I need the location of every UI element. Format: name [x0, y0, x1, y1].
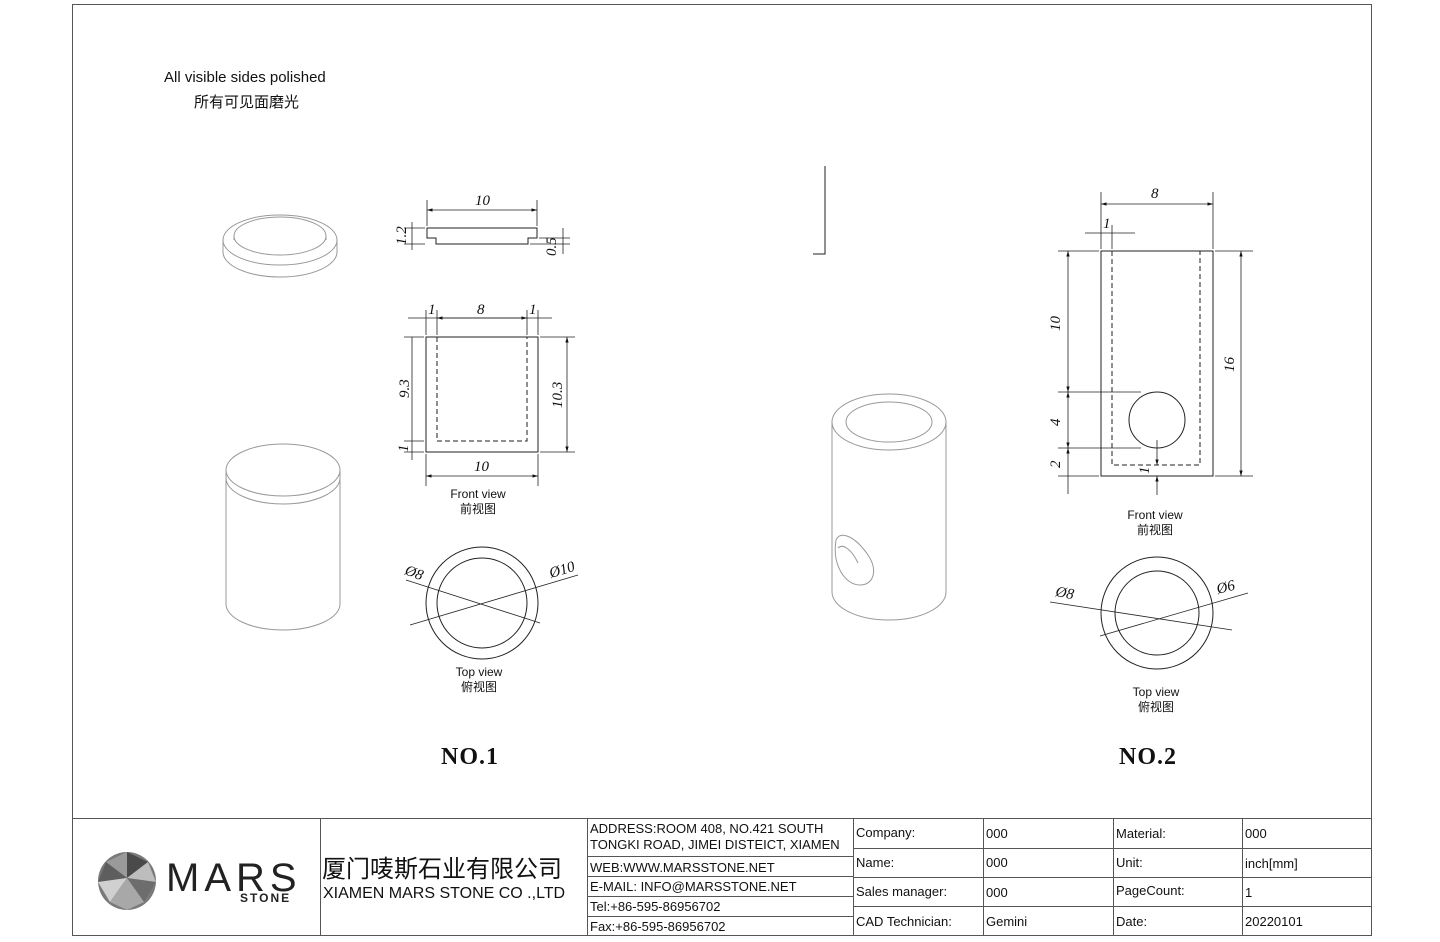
- no1-dim-lid-width: 10: [475, 193, 491, 209]
- telephone: Tel:+86-595-86956702: [590, 899, 721, 914]
- material-value: 000: [1245, 826, 1267, 841]
- title-block: [72, 818, 1372, 937]
- no2-dim-outer-width: 8: [1151, 186, 1159, 202]
- no2-dim-lower-height: 2: [1048, 460, 1064, 468]
- no2-dim-wall: 1: [1103, 216, 1111, 232]
- no1-front-view: [425, 336, 539, 453]
- address-line2: TONGKI ROAD, JIMEI DISTEICT, XIAMEN: [590, 837, 840, 852]
- no1-dim-outer-width: 10: [474, 459, 490, 475]
- company-label: Company:: [856, 825, 916, 840]
- part-label-no2: NO.2: [1119, 744, 1177, 770]
- no2-dim-inner-dia: Ø6: [1214, 578, 1237, 599]
- no2-top-view: [1049, 556, 1249, 670]
- no1-top-view: [405, 546, 579, 660]
- no2-dim-upper-height: 10: [1048, 316, 1064, 332]
- company-name-en: XIAMEN MARS STONE CO .,LTD: [323, 885, 566, 902]
- unit-value: inch[mm]: [1245, 856, 1298, 871]
- mars-stone-logo-icon: [98, 852, 156, 910]
- no1-dim-outer-height: 10.3: [550, 382, 566, 408]
- unit-label: Unit:: [1116, 855, 1143, 870]
- no1-dim-lid-height: 1.2: [394, 226, 410, 245]
- polish-note-cn: 所有可见面磨光: [194, 94, 300, 111]
- no1-cylinder-iso: [225, 443, 341, 631]
- no2-dim-bottom: 1: [1137, 467, 1153, 475]
- name-label: Name:: [856, 855, 895, 870]
- no1-lid-iso: [222, 214, 338, 278]
- no1-dim-lid-step: 0.5: [544, 237, 560, 256]
- date-label: Date:: [1116, 914, 1148, 929]
- no2-dim-outer-dia: Ø8: [1053, 584, 1075, 603]
- no1-lid-side: [426, 227, 538, 245]
- email-address: E-MAIL: INFO@MARSSTONE.NET: [590, 879, 797, 894]
- fax: Fax:+86-595-86956702: [590, 919, 726, 934]
- date-value: 20220101: [1245, 914, 1303, 929]
- logo-sub: STONE: [240, 891, 292, 905]
- company-name-cn: 厦门唛斯石业有限公司: [322, 855, 562, 883]
- no1-dim-inner-width: 8: [477, 302, 485, 318]
- no1-dim-inner-dia: Ø8: [402, 562, 426, 584]
- no2-dim-total-height: 16: [1222, 357, 1238, 373]
- material-label: Material:: [1116, 826, 1166, 841]
- no1-dim-wall-right: 1: [529, 302, 537, 318]
- cad-technician-label: CAD Technician:: [856, 914, 952, 929]
- polish-note-en: All visible sides polished: [164, 69, 326, 86]
- address-line1: ADDRESS:ROOM 408, NO.421 SOUTH: [590, 821, 824, 836]
- sales-manager-value: 000: [986, 885, 1008, 900]
- part-label-no1: NO.1: [441, 744, 499, 770]
- drawing-sheet: [72, 4, 1372, 936]
- pagecount-label: PageCount:: [1116, 883, 1185, 898]
- no1-dim-bottom: 1: [396, 445, 412, 453]
- no2-dim-hole-height: 4: [1048, 418, 1064, 426]
- company-value: 000: [986, 826, 1008, 841]
- cad-technician-value: Gemini: [986, 914, 1028, 929]
- web-address: WEB:WWW.MARSSTONE.NET: [590, 860, 775, 875]
- no1-dim-outer-dia: Ø10: [547, 559, 578, 582]
- sales-manager-label: Sales manager:: [856, 884, 948, 899]
- no1-dim-inner-height: 9.3: [397, 379, 413, 398]
- no1-dim-wall-left: 1: [428, 302, 436, 318]
- no2-cylinder-iso: [831, 393, 947, 621]
- name-value: 000: [986, 855, 1008, 870]
- logo-word: MARS: [166, 856, 302, 900]
- pagecount-value: 1: [1245, 885, 1253, 900]
